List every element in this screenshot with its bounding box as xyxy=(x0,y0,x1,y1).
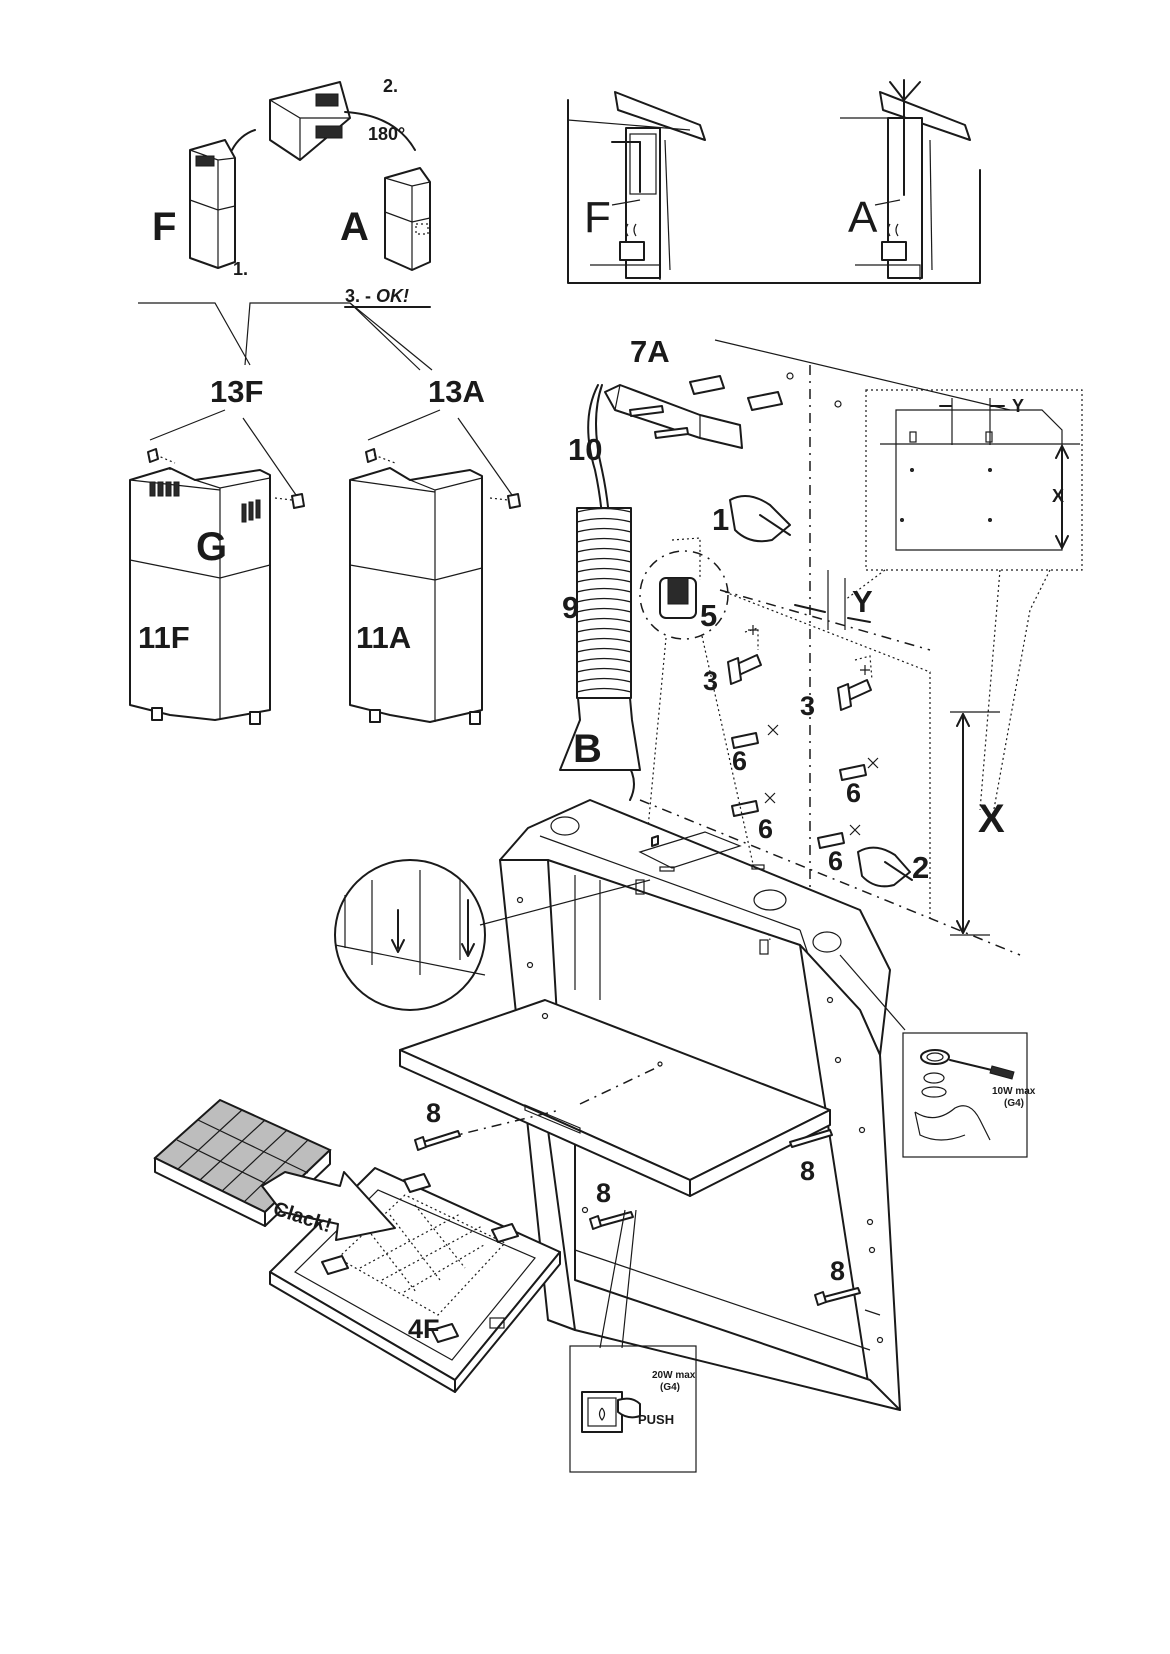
screw-8-d-label: 8 xyxy=(830,1256,845,1286)
duct-9-label: 9 xyxy=(562,590,579,625)
rotate-180-label: 180° xyxy=(368,124,405,144)
plug-6-c-label: 6 xyxy=(846,778,861,808)
lamp-detail-top: 10W max (G4) xyxy=(839,954,1036,1158)
room-f-label: F xyxy=(584,193,611,242)
screw-8-b-label: 8 xyxy=(800,1156,815,1186)
hood-body xyxy=(334,799,901,1411)
hook-3-left-label: 3 xyxy=(703,666,718,696)
filter-group: Clack! 4F xyxy=(153,1098,561,1393)
part-11a-label: 11A xyxy=(356,620,411,655)
lamp-detail-bottom: 20W max (G4) PUSH xyxy=(569,1209,697,1473)
step-2-label: 2. xyxy=(383,76,398,96)
part-g-label: G xyxy=(196,525,227,569)
choice-lines: 13F 13A xyxy=(138,302,513,496)
step-1-label: 1. xyxy=(233,259,248,279)
drill-step-2-label: 2 xyxy=(912,850,929,885)
drill-step-1-label: 1 xyxy=(712,502,729,537)
step-3-label: 3. - OK! xyxy=(345,286,409,306)
lamp-bottom-watt: 20W max xyxy=(652,1370,696,1381)
chimney-11a: 11A xyxy=(349,448,521,725)
part-7a-label: 7A xyxy=(630,334,670,369)
part-5-label: 5 xyxy=(700,598,717,633)
hook-3-right-label: 3 xyxy=(800,691,815,721)
part-13f-label: 13F xyxy=(210,374,263,409)
screw-8-c-label: 8 xyxy=(596,1178,611,1208)
wall-mounting-group: 7A 1 Y 3 3 xyxy=(604,334,1021,956)
wall-plugs xyxy=(731,724,879,849)
lamp-push-label: PUSH xyxy=(638,1412,674,1427)
plug-6-a-label: 6 xyxy=(732,746,747,776)
plug-6-b-label: 6 xyxy=(758,814,773,844)
room-a-label: A xyxy=(848,193,878,242)
adapter-b-label: B xyxy=(573,727,602,771)
lamp-bottom-type: (G4) xyxy=(660,1382,680,1393)
dim-x-label: X xyxy=(978,797,1005,841)
chimney-conversion-group: 2. 180° F A 1. 3. - OK! xyxy=(152,76,431,308)
detail-x-label: X xyxy=(1052,486,1064,506)
cable-10-label: 10 xyxy=(568,432,602,467)
detail-y-label: Y xyxy=(1012,396,1024,416)
mode-a-label: A xyxy=(340,205,369,249)
plug-6-d-label: 6 xyxy=(828,846,843,876)
part-11f-label: 11F xyxy=(138,620,190,655)
screw-8-a-label: 8 xyxy=(426,1098,441,1128)
chimney-11f: G 11F xyxy=(129,448,305,725)
duct-group: 10 9 B 5 xyxy=(559,384,771,941)
mode-f-label: F xyxy=(152,205,176,249)
screws-8: 8 8 8 8 xyxy=(414,1098,861,1306)
dim-y-label: Y xyxy=(852,584,873,619)
lamp-top-type: (G4) xyxy=(1004,1098,1024,1109)
lamp-top-watt: 10W max xyxy=(992,1086,1036,1097)
part-13a-label: 13A xyxy=(428,374,485,409)
filter-4f-label: 4F xyxy=(408,1314,440,1344)
wall-detail-box: Y X xyxy=(844,389,1083,821)
room-scenes-group: F A xyxy=(567,79,981,284)
